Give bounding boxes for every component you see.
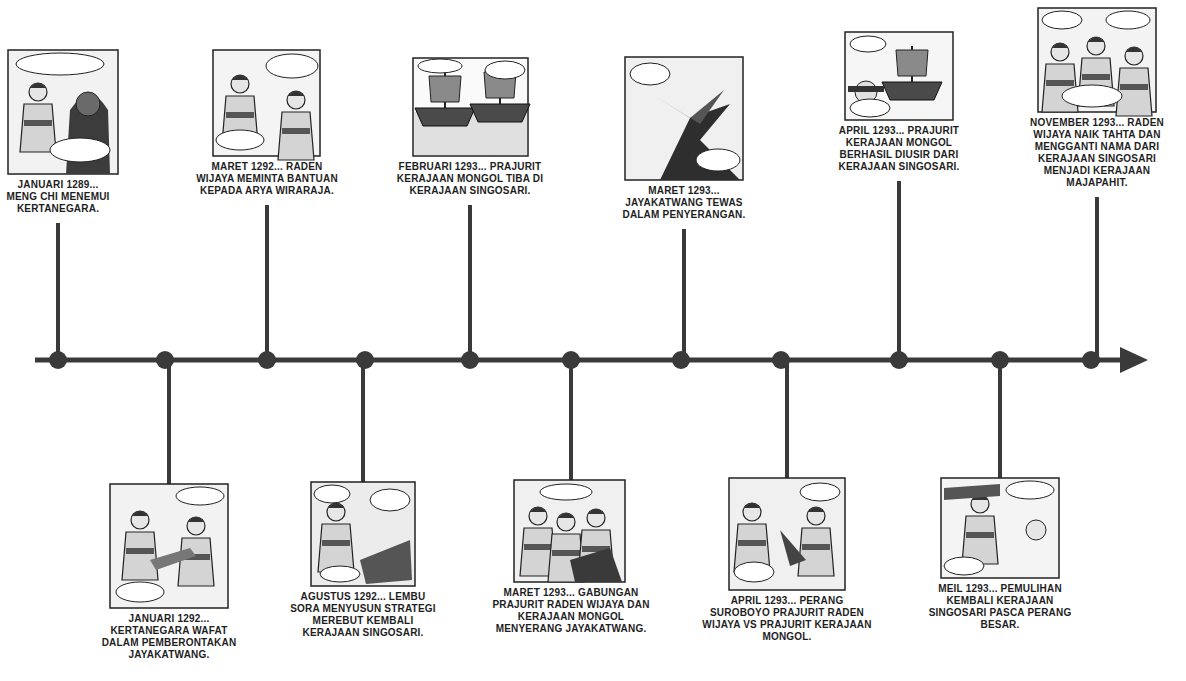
event-caption: APRIL 1293... PRAJURIT KERAJAAN MONGOL B… [824,125,974,173]
timeline-dots [49,351,1100,369]
comic-panel [941,478,1059,578]
timeline-event: MARET 1293... GABUNGAN PRAJURIT RADEN WI… [484,480,659,635]
timeline-event: AGUSTUS 1292... LEMBU SORA MENYUSUN STRA… [288,482,438,639]
timeline-tick [1095,197,1099,360]
event-caption: MARET 1293... JAYAKATWANG TEWAS DALAM PE… [612,185,757,221]
event-caption: JANUARI 1292... KERTANEGARA WAFAT DALAM … [94,613,244,661]
comic-panel [311,482,415,586]
event-caption: JANUARI 1289... MENG CHI MENEMUI KERTANE… [2,179,114,215]
timeline-event: NOVEMBER 1293... RADEN WIJAYA NAIK TAHTA… [1017,8,1177,189]
event-caption: MEIL 1293... PEMULIHAN KEMBALI KERAJAAN … [925,583,1075,631]
timeline-tick [361,360,365,482]
comic-panel [625,57,743,180]
timeline-tick [167,360,171,484]
axis-arrowhead [1120,347,1148,373]
comic-panel [8,50,118,174]
timeline-event: JANUARI 1292... KERTANEGARA WAFAT DALAM … [94,484,244,661]
timeline-tick [682,229,686,360]
event-caption: MARET 1293... GABUNGAN PRAJURIT RADEN WI… [484,587,659,635]
timeline-tick [265,205,269,360]
event-caption: AGUSTUS 1292... LEMBU SORA MENYUSUN STRA… [288,591,438,639]
event-caption: NOVEMBER 1293... RADEN WIJAYA NAIK TAHTA… [1017,117,1177,189]
timeline-tick [785,360,789,478]
timeline-event: FEBRUARI 1293... PRAJURIT KERAJAAN MONGO… [385,58,555,197]
timeline-event: APRIL 1293... PERANG SUROBOYO PRAJURIT R… [700,478,875,643]
event-caption: FEBRUARI 1293... PRAJURIT KERAJAAN MONGO… [385,161,555,197]
timeline-tick [569,360,573,480]
timeline-event: MARET 1292... RADEN WIJAYA MEMINTA BANTU… [192,50,342,197]
timeline-tick [56,223,60,360]
timeline-tick [998,360,1002,478]
event-caption: APRIL 1293... PERANG SUROBOYO PRAJURIT R… [700,595,875,643]
comic-panel [729,478,845,590]
timeline-event: JANUARI 1289... MENG CHI MENEMUI KERTANE… [2,50,114,215]
comic-panel [1038,8,1156,116]
comic-panel [845,32,953,120]
event-caption: MARET 1292... RADEN WIJAYA MEMINTA BANTU… [192,161,342,197]
timeline-event: MARET 1293... JAYAKATWANG TEWAS DALAM PE… [612,57,757,221]
comic-panel [213,50,320,160]
timeline-tick [897,181,901,360]
comic-panel [413,58,530,156]
timeline-event: APRIL 1293... PRAJURIT KERAJAAN MONGOL B… [824,32,974,173]
timeline-event: MEIL 1293... PEMULIHAN KEMBALI KERAJAAN … [925,478,1075,631]
timeline-tick [468,205,472,360]
comic-panel [110,484,228,608]
comic-panel [514,480,625,582]
